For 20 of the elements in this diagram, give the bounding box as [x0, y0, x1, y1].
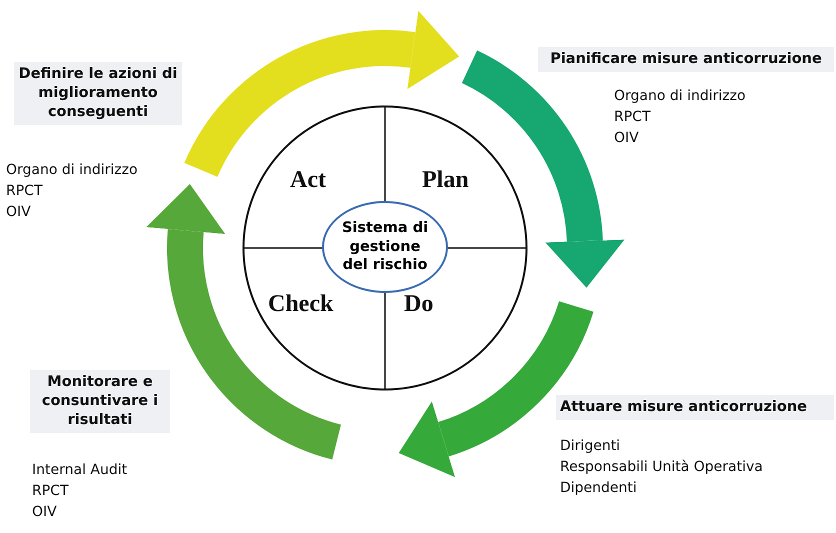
role-text: Internal Audit [32, 461, 128, 480]
role-text: RPCT [32, 482, 68, 501]
quadrant-label: Check [268, 291, 334, 318]
role-text: Dipendenti [560, 479, 637, 498]
role-text: RPCT [614, 108, 650, 127]
role-text: RPCT [6, 182, 42, 201]
quadrant-label: Plan [422, 167, 469, 194]
phase-heading: Pianificare misure anticorruzione [538, 47, 834, 72]
quadrant-label: Do [404, 291, 434, 318]
phase-heading: Monitorare e consuntivare i risultati [30, 370, 170, 433]
phase-heading: Definire le azioni di miglioramento conseguenti [14, 62, 182, 125]
role-text: OIV [32, 503, 57, 522]
role-text: Organo di indirizzo [614, 87, 746, 106]
role-text: OIV [6, 203, 31, 222]
quadrant-label: Act [290, 167, 326, 194]
role-text: Organo di indirizzo [6, 161, 138, 180]
role-text: OIV [614, 129, 639, 148]
role-text: Responsabili Unità Operativa [560, 458, 763, 477]
phase-heading: Attuare misure anticorruzione [556, 395, 834, 420]
role-text: Dirigenti [560, 437, 620, 456]
